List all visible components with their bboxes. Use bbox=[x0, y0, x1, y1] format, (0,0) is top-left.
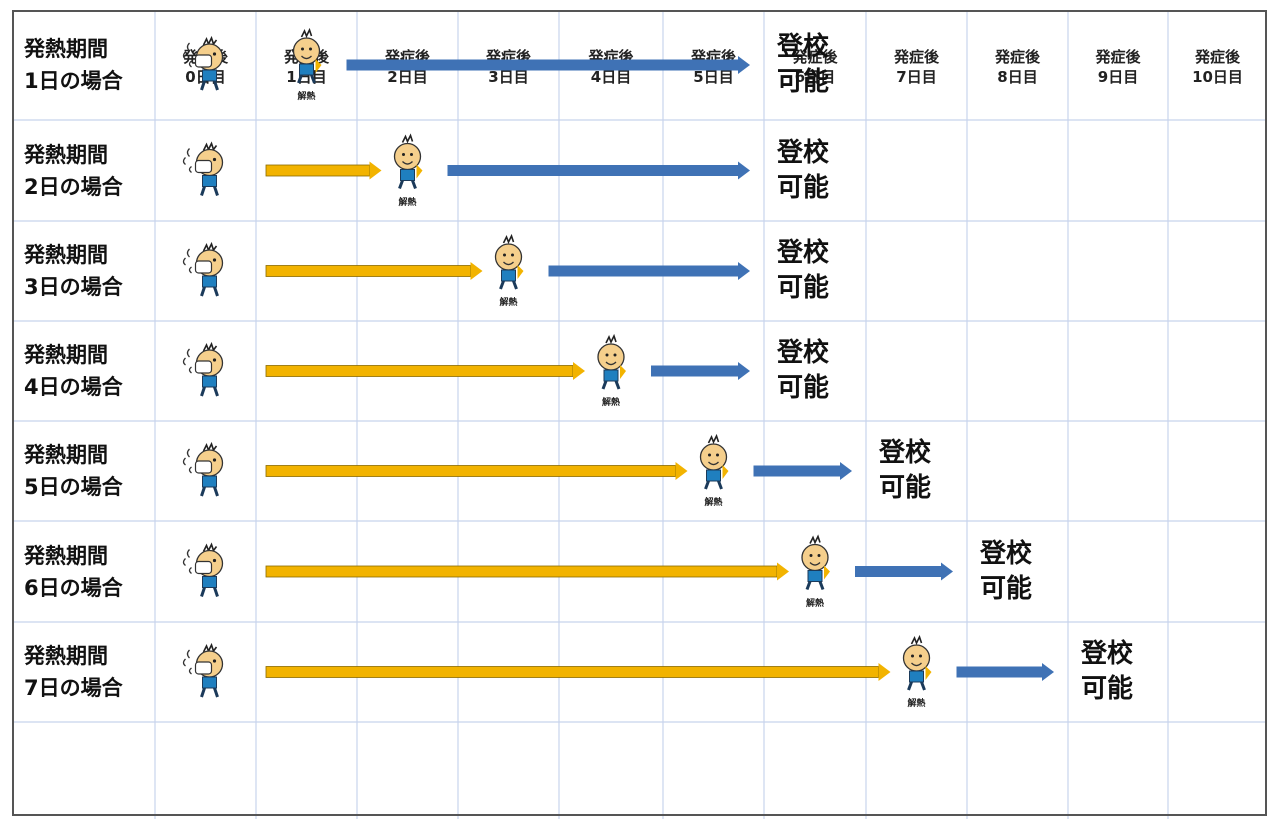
row-label: 発熱期間 2日の場合 bbox=[24, 139, 123, 203]
day-header-line1: 発症後 bbox=[994, 48, 1040, 66]
rest-period-arrow bbox=[651, 362, 750, 380]
row-label-line1: 発熱期間 bbox=[24, 243, 108, 267]
school-ok-line2: 可能 bbox=[777, 67, 830, 97]
masked-sick-person-icon bbox=[182, 341, 224, 397]
school-ok-label: 登校可能 bbox=[980, 537, 1032, 607]
day-header-line1: 発症後 bbox=[792, 48, 838, 66]
day-header-line1: 発症後 bbox=[893, 48, 939, 66]
row-label-line1: 発熱期間 bbox=[24, 543, 108, 568]
school-ok-line2: 可能 bbox=[1081, 674, 1134, 704]
school-ok-line2: 可能 bbox=[777, 373, 830, 403]
fever-end-caption: 解熱 bbox=[805, 598, 824, 609]
school-ok-label: 登校可能 bbox=[777, 136, 829, 206]
row-label: 発熱期間 3日の場合 bbox=[24, 239, 123, 303]
row-label-line1: 発熱期間 bbox=[24, 443, 108, 467]
day-header-line2: 10日目 bbox=[1192, 68, 1243, 86]
day-header: 発症後 7日目 bbox=[866, 47, 967, 87]
school-ok-label: 登校可能 bbox=[777, 30, 829, 100]
rest-period-arrow bbox=[346, 56, 750, 74]
school-ok-line1: 登校 bbox=[777, 238, 830, 268]
row-label-line1: 発熱期間 bbox=[24, 37, 108, 61]
rest-period-arrow bbox=[753, 462, 852, 480]
day-header-line2: 1日目 bbox=[286, 68, 327, 86]
row-label-line2: 7日の場合 bbox=[24, 676, 123, 700]
row-label-line1: 発熱期間 bbox=[24, 142, 108, 167]
row-label-line2: 1日の場合 bbox=[24, 69, 123, 93]
school-ok-line2: 可能 bbox=[879, 473, 932, 503]
school-ok-line2: 可能 bbox=[777, 172, 830, 203]
recovered-person-icon bbox=[801, 534, 830, 591]
row-label: 発熱期間 7日の場合 bbox=[24, 640, 123, 704]
day-header: 発症後 9日目 bbox=[1068, 47, 1168, 87]
fever-period-arrow bbox=[265, 362, 585, 380]
school-ok-label: 登校可能 bbox=[1081, 637, 1133, 707]
masked-sick-person-icon bbox=[182, 642, 224, 698]
recovered-person-icon bbox=[292, 27, 322, 84]
day-header: 発症後 8日目 bbox=[967, 47, 1068, 87]
row-label: 発熱期間 4日の場合 bbox=[24, 339, 123, 403]
fever-end-caption: 解熱 bbox=[297, 92, 316, 102]
masked-sick-person-icon bbox=[182, 241, 224, 297]
recovered-person-icon bbox=[699, 433, 729, 490]
masked-sick-person-icon bbox=[182, 441, 224, 497]
day-header-line2: 8日目 bbox=[997, 68, 1038, 86]
school-ok-line1: 登校 bbox=[879, 438, 932, 468]
fever-end-caption: 解熱 bbox=[499, 298, 518, 308]
recovered-person-icon bbox=[393, 133, 423, 190]
day-header-line2: 5日目 bbox=[693, 68, 734, 86]
row-label-line2: 2日の場合 bbox=[24, 174, 123, 199]
rest-period-arrow bbox=[447, 161, 750, 180]
day-header: 発症後 10日目 bbox=[1168, 47, 1267, 87]
day-header-line1: 発症後 bbox=[1095, 48, 1141, 66]
school-ok-line1: 登校 bbox=[1081, 639, 1134, 669]
row-label-line1: 発熱期間 bbox=[24, 343, 108, 367]
fever-period-arrow bbox=[265, 663, 891, 681]
masked-sick-person-icon bbox=[182, 141, 224, 196]
school-ok-line1: 登校 bbox=[777, 338, 830, 368]
row-label-line1: 発熱期間 bbox=[24, 644, 108, 668]
fever-period-arrow bbox=[265, 262, 483, 280]
school-ok-line2: 可能 bbox=[777, 273, 830, 303]
school-ok-label: 登校可能 bbox=[777, 336, 829, 406]
school-ok-label: 登校可能 bbox=[879, 436, 931, 506]
day-header: 発症後 6日目 bbox=[764, 47, 866, 87]
row-label: 発熱期間 5日の場合 bbox=[24, 439, 123, 503]
day-header-line2: 3日目 bbox=[488, 68, 529, 86]
masked-sick-person-icon bbox=[182, 542, 224, 597]
rest-period-arrow bbox=[855, 562, 953, 581]
school-ok-line1: 登校 bbox=[777, 32, 830, 62]
school-ok-line2: 可能 bbox=[980, 573, 1033, 604]
rest-period-arrow bbox=[548, 262, 750, 280]
fever-end-caption: 解熱 bbox=[704, 498, 723, 508]
fever-end-caption: 解熱 bbox=[601, 398, 620, 408]
school-ok-line1: 登校 bbox=[980, 538, 1033, 569]
fever-end-caption: 解熱 bbox=[398, 197, 417, 208]
recovered-person-icon bbox=[902, 634, 932, 691]
day-header-line2: 4日目 bbox=[590, 68, 632, 86]
masked-sick-person-icon bbox=[182, 35, 224, 91]
school-ok-line1: 登校 bbox=[777, 137, 830, 168]
day-header-line1: 発症後 bbox=[1194, 48, 1240, 66]
school-ok-label: 登校可能 bbox=[777, 236, 829, 306]
day-header-line2: 2日目 bbox=[387, 68, 428, 86]
row-label: 発熱期間 6日の場合 bbox=[24, 540, 123, 604]
fever-end-caption: 解熱 bbox=[907, 699, 926, 709]
row-label-line2: 6日の場合 bbox=[24, 575, 123, 600]
day-header-line2: 6日目 bbox=[794, 68, 836, 86]
day-header-line2: 7日目 bbox=[896, 68, 937, 86]
recovered-person-icon bbox=[494, 233, 524, 290]
row-label-line2: 3日の場合 bbox=[24, 275, 123, 299]
fever-period-arrow bbox=[265, 161, 382, 180]
row-label-line2: 5日の場合 bbox=[24, 475, 123, 499]
fever-period-arrow bbox=[265, 562, 789, 581]
rest-period-arrow bbox=[956, 663, 1054, 681]
row-label: 発熱期間 1日の場合 bbox=[24, 33, 123, 97]
row-label-line2: 4日の場合 bbox=[24, 375, 123, 399]
day-header-line2: 9日目 bbox=[1097, 68, 1139, 86]
fever-period-arrow bbox=[265, 462, 688, 480]
recovered-person-icon bbox=[597, 333, 626, 390]
